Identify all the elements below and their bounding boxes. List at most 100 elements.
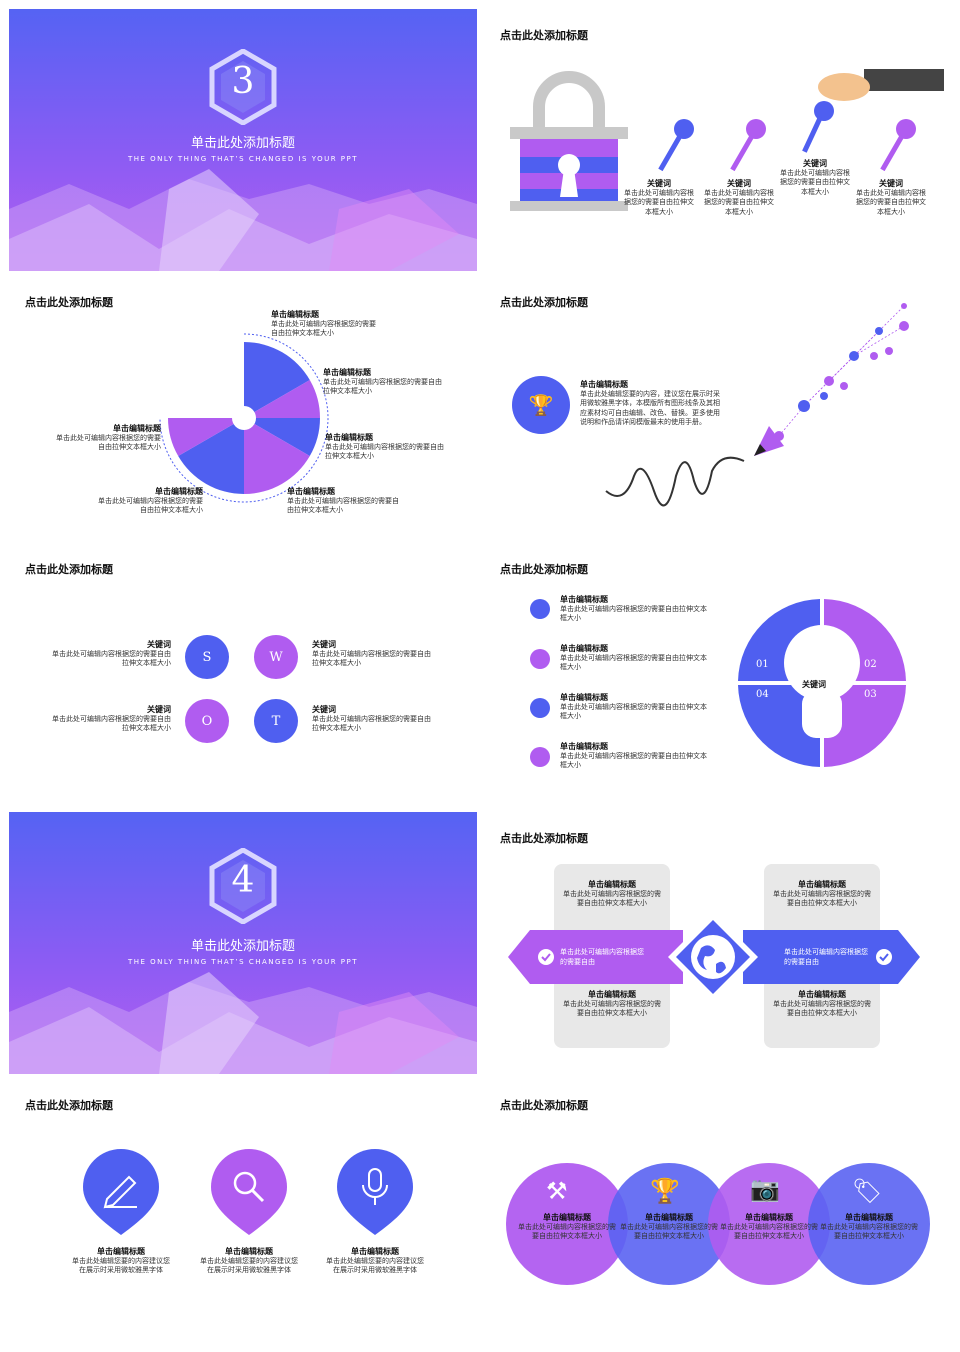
slide-title[interactable]: 点击此处添加标题 bbox=[25, 563, 113, 576]
swot-item-text[interactable]: 单击此处可编辑内容根据您的需要自由拉伸文本框大小 bbox=[312, 649, 431, 668]
ring-item-text[interactable]: 单击此处可编辑内容根据您的需要自由拉伸文本框大小 bbox=[620, 1222, 718, 1241]
swot-item-title[interactable]: 关键词 bbox=[147, 640, 171, 649]
slide-title[interactable]: 点击此处添加标题 bbox=[500, 1099, 588, 1112]
key-item-text[interactable]: 单击此处可编辑内容根据您的需要自由拉伸文本框大小 bbox=[780, 168, 850, 196]
lock-keys-slide: 点击此处添加标题 关键词 单击此处可编辑内容根据您的需要自由拉伸文本框大小 关键… bbox=[484, 9, 952, 271]
globe-slide: 点击此处添加标题 单击编辑标题 单击此处可编辑内容根据您的需要自由拉伸文本框大小… bbox=[484, 812, 952, 1074]
pin-item-text[interactable]: 单击此处编辑您要的内容建议您在展示时采用微软雅黑字体 bbox=[200, 1256, 298, 1275]
fan-item-title[interactable]: 单击编辑标题 bbox=[155, 487, 203, 496]
swot-item-w: 关键词 单击此处可编辑内容根据您的需要自由拉伸文本框大小 bbox=[312, 640, 437, 669]
bulb-item-title[interactable]: 单击编辑标题 bbox=[560, 644, 608, 653]
bulb-center-label[interactable]: 关键词 bbox=[802, 680, 826, 689]
ring-item-title[interactable]: 单击编辑标题 bbox=[745, 1213, 793, 1222]
cover-polygon-background bbox=[9, 972, 477, 1074]
ring-item-text[interactable]: 单击此处可编辑内容根据您的需要自由拉伸文本框大小 bbox=[820, 1222, 918, 1241]
camera-icon: 📷 bbox=[750, 1175, 780, 1203]
bulb-number-03: 03 bbox=[864, 689, 877, 700]
pencil-text[interactable]: 单击此处编辑您要的内容，建议您在展示时采用微软雅黑字体，本模版所有图形线条及其相… bbox=[580, 389, 720, 427]
fan-item-text[interactable]: 单击此处可编辑内容根据您的需要自由拉伸文本框大小 bbox=[98, 496, 203, 515]
hexagon-badge bbox=[209, 49, 277, 125]
pin-shape bbox=[211, 1149, 287, 1235]
bulb-ring-chart bbox=[734, 595, 914, 775]
slide-title[interactable]: 点击此处添加标题 bbox=[500, 563, 588, 576]
bulb-item-text[interactable]: 单击此处可编辑内容根据您的需要自由拉伸文本框大小 bbox=[560, 751, 707, 770]
ring-item-text[interactable]: 单击此处可编辑内容根据您的需要自由拉伸文本框大小 bbox=[518, 1222, 616, 1241]
pin-item-text[interactable]: 单击此处编辑您要的内容建议您在展示时采用微软雅黑字体 bbox=[72, 1256, 170, 1275]
ring-item-text[interactable]: 单击此处可编辑内容根据您的需要自由拉伸文本框大小 bbox=[720, 1222, 818, 1241]
globe-box-text[interactable]: 单击此处可编辑内容根据您的需要自由拉伸文本框大小 bbox=[773, 999, 871, 1018]
key-item-title[interactable]: 关键词 bbox=[647, 179, 671, 188]
pin-item-title[interactable]: 单击编辑标题 bbox=[97, 1247, 145, 1256]
globe-box-title[interactable]: 单击编辑标题 bbox=[588, 990, 636, 999]
bulb-item-3: 单击编辑标题 单击此处可编辑内容根据您的需要自由拉伸文本框大小 bbox=[560, 693, 710, 722]
rings-slide: 点击此处添加标题 ⚒ 🏆 📷 🏷 单击编辑标题 单击此处可编辑内容根据您的需要自… bbox=[484, 1079, 952, 1341]
key-item-2: 关键词 单击此处可编辑内容根据您的需要自由拉伸文本框大小 bbox=[704, 179, 774, 217]
slide-title[interactable]: 点击此处添加标题 bbox=[500, 29, 588, 42]
pin-item-title[interactable]: 单击编辑标题 bbox=[351, 1247, 399, 1256]
fan-item-title[interactable]: 单击编辑标题 bbox=[113, 424, 161, 433]
swot-item-text[interactable]: 单击此处可编辑内容根据您的需要自由拉伸文本框大小 bbox=[312, 714, 431, 733]
globe-box-title[interactable]: 单击编辑标题 bbox=[798, 880, 846, 889]
fan-item-text[interactable]: 单击此处可编辑内容根据您的需要自由拉伸文本框大小 bbox=[56, 433, 161, 452]
cover-subtitle[interactable]: THE ONLY THING THAT’S CHANGED IS YOUR PP… bbox=[127, 958, 359, 966]
swot-item-title[interactable]: 关键词 bbox=[147, 705, 171, 714]
key-item-title[interactable]: 关键词 bbox=[803, 159, 827, 168]
globe-box-title[interactable]: 单击编辑标题 bbox=[588, 880, 636, 889]
pin-item-text[interactable]: 单击此处编辑您要的内容建议您在展示时采用微软雅黑字体 bbox=[326, 1256, 424, 1275]
cover-title[interactable]: 单击此处添加标题 bbox=[190, 939, 295, 954]
swot-item-o: 关键词 单击此处可编辑内容根据您的需要自由拉伸文本框大小 bbox=[49, 705, 171, 734]
cover-slide-4: 4 单击此处添加标题 THE ONLY THING THAT’S CHANGED… bbox=[9, 812, 477, 1074]
bulb-item-text[interactable]: 单击此处可编辑内容根据您的需要自由拉伸文本框大小 bbox=[560, 653, 707, 672]
slide-title[interactable]: 点击此处添加标题 bbox=[500, 296, 588, 309]
globe-box-3: 单击编辑标题 单击此处可编辑内容根据您的需要自由拉伸文本框大小 bbox=[560, 990, 664, 1019]
fan-item-text[interactable]: 单击此处可编辑内容根据您的需要自由拉伸文本框大小 bbox=[325, 442, 444, 461]
fan-slide: 点击此处添加标题 单击编辑标题 单击此处可编辑内容根据您的需要自由拉伸文本框大小… bbox=[9, 276, 477, 538]
swot-item-text[interactable]: 单击此处可编辑内容根据您的需要自由拉伸文本框大小 bbox=[52, 649, 171, 668]
globe-box-2: 单击编辑标题 单击此处可编辑内容根据您的需要自由拉伸文本框大小 bbox=[770, 880, 874, 909]
pin-item-title[interactable]: 单击编辑标题 bbox=[225, 1247, 273, 1256]
ring-item-title[interactable]: 单击编辑标题 bbox=[543, 1213, 591, 1222]
slide-title[interactable]: 点击此处添加标题 bbox=[500, 832, 588, 845]
bulb-item-title[interactable]: 单击编辑标题 bbox=[560, 742, 608, 751]
fan-item-title[interactable]: 单击编辑标题 bbox=[323, 368, 371, 377]
key-item-text[interactable]: 单击此处可编辑内容根据您的需要自由拉伸文本框大小 bbox=[704, 188, 774, 216]
fan-item-title[interactable]: 单击编辑标题 bbox=[287, 487, 335, 496]
bulb-number-01: 01 bbox=[756, 659, 769, 670]
bulb-item-text[interactable]: 单击此处可编辑内容根据您的需要自由拉伸文本框大小 bbox=[560, 604, 707, 623]
ring-item-title[interactable]: 单击编辑标题 bbox=[645, 1213, 693, 1222]
globe-box-text[interactable]: 单击此处可编辑内容根据您的需要自由拉伸文本框大小 bbox=[563, 999, 661, 1018]
globe-box-text[interactable]: 单击此处可编辑内容根据您的需要自由拉伸文本框大小 bbox=[773, 889, 871, 908]
swot-item-text[interactable]: 单击此处可编辑内容根据您的需要自由拉伸文本框大小 bbox=[52, 714, 171, 733]
swot-item-title[interactable]: 关键词 bbox=[312, 705, 336, 714]
cover-title[interactable]: 单击此处添加标题 bbox=[190, 136, 295, 151]
cover-slide-3: 3 单击此处添加标题 THE ONLY THING THAT’S CHANGED… bbox=[9, 9, 477, 271]
cover-number: 4 bbox=[231, 860, 255, 901]
pencil-title[interactable]: 单击编辑标题 bbox=[580, 380, 628, 389]
fan-item-text[interactable]: 单击此处可编辑内容根据您的需要自由拉伸文本框大小 bbox=[271, 319, 376, 338]
key-item-title[interactable]: 关键词 bbox=[879, 179, 903, 188]
slide-title[interactable]: 点击此处添加标题 bbox=[25, 296, 113, 309]
fan-chart bbox=[159, 333, 329, 503]
bulb-item-title[interactable]: 单击编辑标题 bbox=[560, 693, 608, 702]
fan-item-title[interactable]: 单击编辑标题 bbox=[325, 433, 373, 442]
globe-box-text[interactable]: 单击此处可编辑内容根据您的需要自由拉伸文本框大小 bbox=[563, 889, 661, 908]
slide-title[interactable]: 点击此处添加标题 bbox=[25, 1099, 113, 1112]
fan-item-6: 单击编辑标题 单击此处可编辑内容根据您的需要自由拉伸文本框大小 bbox=[53, 424, 161, 453]
globe-box-title[interactable]: 单击编辑标题 bbox=[798, 990, 846, 999]
fan-item-3: 单击编辑标题 单击此处可编辑内容根据您的需要自由拉伸文本框大小 bbox=[325, 433, 450, 462]
key-item-title[interactable]: 关键词 bbox=[727, 179, 751, 188]
pencil-slide: 点击此处添加标题 🏆 单击编辑标题 单击此处编辑您要的内容，建议您在展示时采用微… bbox=[484, 276, 952, 538]
ring-item-title[interactable]: 单击编辑标题 bbox=[845, 1213, 893, 1222]
fan-item-text[interactable]: 单击此处可编辑内容根据您的需要自由拉伸文本框大小 bbox=[287, 496, 399, 515]
key-item-text[interactable]: 单击此处可编辑内容根据您的需要自由拉伸文本框大小 bbox=[624, 188, 694, 216]
key-item-text[interactable]: 单击此处可编辑内容根据您的需要自由拉伸文本框大小 bbox=[856, 188, 926, 216]
fan-item-title[interactable]: 单击编辑标题 bbox=[271, 310, 319, 319]
bullet-dot bbox=[530, 599, 550, 619]
fan-item-text[interactable]: 单击此处可编辑内容根据您的需要自由拉伸文本框大小 bbox=[323, 377, 442, 396]
swot-item-title[interactable]: 关键词 bbox=[312, 640, 336, 649]
bulb-item-title[interactable]: 单击编辑标题 bbox=[560, 595, 608, 604]
right-arrow-text[interactable]: 单击此处可编辑内容根据您的需要自由 bbox=[784, 948, 868, 966]
bulb-item-text[interactable]: 单击此处可编辑内容根据您的需要自由拉伸文本框大小 bbox=[560, 702, 707, 721]
cover-subtitle[interactable]: THE ONLY THING THAT’S CHANGED IS YOUR PP… bbox=[127, 155, 359, 163]
left-arrow-text[interactable]: 单击此处可编辑内容根据您的需要自由 bbox=[560, 948, 644, 966]
